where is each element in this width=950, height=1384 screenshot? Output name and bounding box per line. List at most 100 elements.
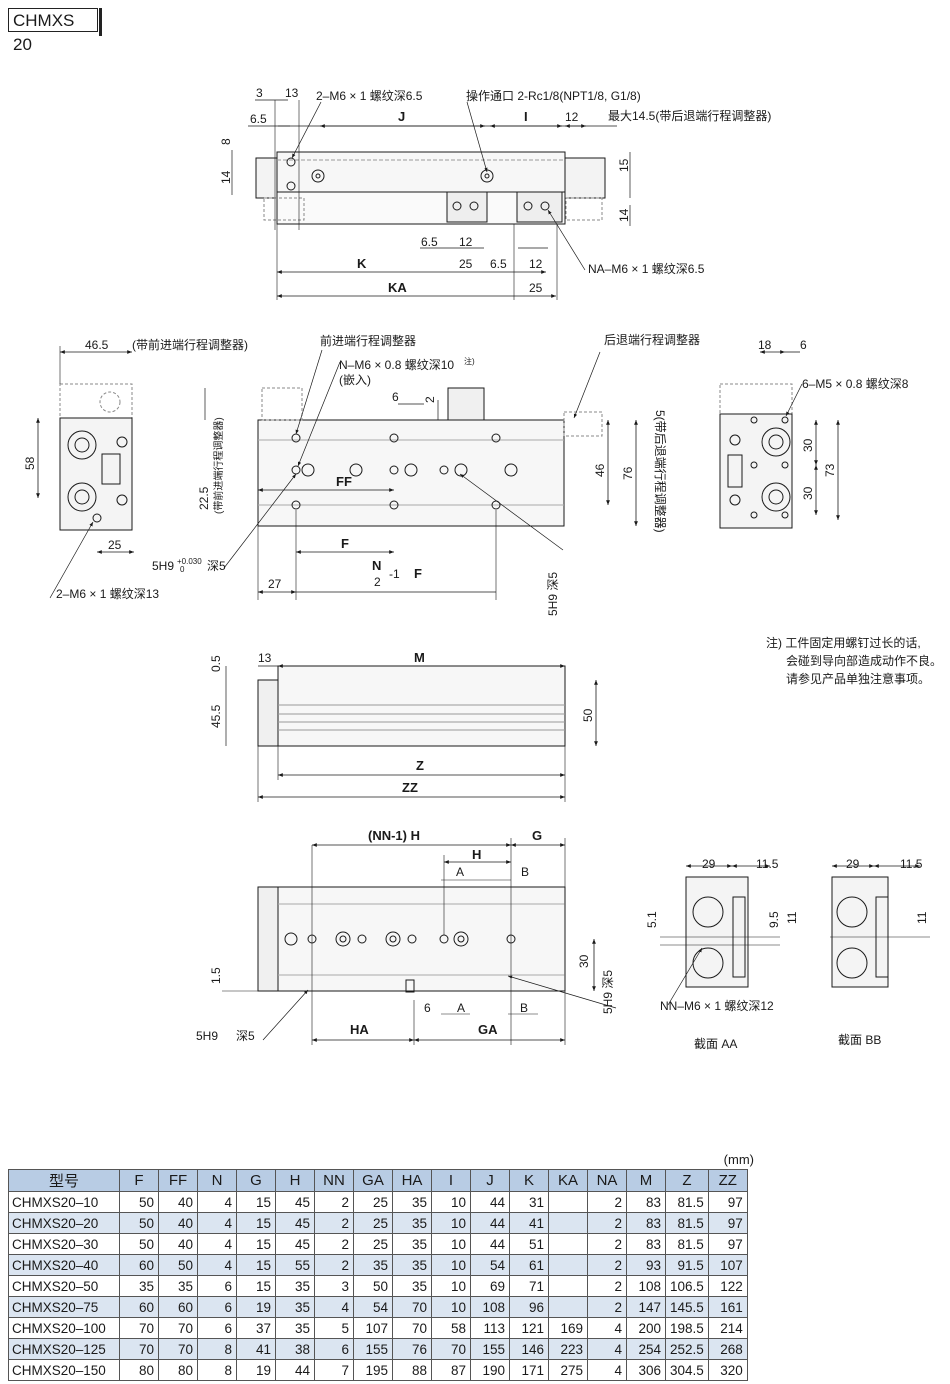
dim-45-5: 45.5 xyxy=(209,704,223,728)
cell-value: 88 xyxy=(392,1359,432,1381)
cell-value: 252.5 xyxy=(665,1338,709,1360)
cell-value: 97 xyxy=(707,1191,748,1213)
callout-m5: 6–M5 × 0.8 螺纹深8 xyxy=(802,377,909,391)
dim-29b: 29 xyxy=(846,857,860,871)
dim-0-5: 0.5 xyxy=(209,655,223,672)
cell-value: 3 xyxy=(314,1275,354,1297)
cell-value xyxy=(548,1191,588,1213)
dim-14b: 14 xyxy=(617,208,631,222)
cell-value: 81.5 xyxy=(665,1233,709,1255)
cell-value: 15 xyxy=(236,1233,276,1255)
dim-6: 6 xyxy=(392,390,399,404)
cell-model: CHMXS20–30 xyxy=(8,1233,120,1255)
title-section-aa: 截面 AA xyxy=(694,1037,737,1051)
col-header: N xyxy=(197,1169,237,1192)
col-header: M xyxy=(626,1169,666,1192)
cell-value: 70 xyxy=(158,1317,198,1339)
front-view xyxy=(225,664,598,802)
dim-46: 46 xyxy=(593,463,607,477)
label-g: G xyxy=(532,828,542,843)
cell-value: 113 xyxy=(470,1317,510,1339)
cell-value: 4 xyxy=(197,1254,237,1276)
cell-value xyxy=(548,1233,588,1255)
cell-value: 19 xyxy=(236,1296,276,1318)
cell-value xyxy=(548,1254,588,1276)
cell-value: 45 xyxy=(275,1191,315,1213)
dim-13-front: 13 xyxy=(258,651,272,665)
label-b1: B xyxy=(521,865,529,879)
cell-value: 83 xyxy=(626,1191,666,1213)
dim-13: 13 xyxy=(285,86,299,100)
label-f2: F xyxy=(414,566,422,581)
vert-back-adj: 5(带后退端行程调整器) xyxy=(653,410,668,533)
dim-15: 15 xyxy=(617,158,631,172)
label-ff: FF xyxy=(336,474,352,489)
cell-value: 2 xyxy=(587,1212,627,1234)
cell-value: 10 xyxy=(431,1296,471,1318)
cell-value: 45 xyxy=(275,1233,315,1255)
cell-value: 70 xyxy=(392,1296,432,1318)
cell-value: 50 xyxy=(119,1212,159,1234)
cell-value xyxy=(548,1212,588,1234)
model-tag: CHMXS 20 xyxy=(8,8,102,54)
cell-value: 4 xyxy=(587,1317,627,1339)
cell-value: 10 xyxy=(431,1212,471,1234)
dim-2: 2 xyxy=(423,396,437,403)
cell-model: CHMXS20–10 xyxy=(8,1191,120,1213)
label-minus1: -1 xyxy=(389,567,400,581)
dim-27: 27 xyxy=(268,577,282,591)
col-header: NA xyxy=(587,1169,627,1192)
cell-value: 70 xyxy=(119,1317,159,1339)
cell-value: 4 xyxy=(197,1212,237,1234)
cell-value: 169 xyxy=(548,1317,588,1339)
cell-value: 275 xyxy=(548,1359,588,1381)
label-j: J xyxy=(398,109,405,124)
cell-value: 15 xyxy=(236,1212,276,1234)
dim-6-5a: 6.5 xyxy=(250,112,267,126)
cell-model: CHMXS20–20 xyxy=(8,1212,120,1234)
dim-1-5: 1.5 xyxy=(209,967,223,984)
cell-value: 200 xyxy=(626,1317,666,1339)
dimension-table: 型号 F FF N G H NN GA HA I J K KA NA M Z Z… xyxy=(8,1169,748,1381)
cell-value: 4 xyxy=(197,1233,237,1255)
cell-value: 304.5 xyxy=(665,1359,709,1381)
cell-value: 2 xyxy=(587,1275,627,1297)
cell-value: 40 xyxy=(158,1233,198,1255)
section-aa xyxy=(660,864,780,1006)
cell-value: 268 xyxy=(707,1338,748,1360)
cell-value: 121 xyxy=(509,1317,549,1339)
cell-value: 35 xyxy=(275,1317,315,1339)
cell-value: 190 xyxy=(470,1359,510,1381)
dim-11-5b: 11.5 xyxy=(900,857,923,871)
cell-value: 2 xyxy=(314,1233,354,1255)
cell-value: 55 xyxy=(275,1254,315,1276)
dim-8: 8 xyxy=(219,138,233,145)
cell-value: 61 xyxy=(509,1254,549,1276)
cell-value: 50 xyxy=(158,1254,198,1276)
cell-model: CHMXS20–125 xyxy=(8,1338,120,1360)
col-header: K xyxy=(509,1169,549,1192)
col-header: GA xyxy=(353,1169,393,1192)
note-line-1: 注) 工件固定用螺钉过长的话, xyxy=(766,636,921,650)
cell-value: 50 xyxy=(119,1191,159,1213)
note-mark: 注) xyxy=(464,356,475,366)
cell-value: 44 xyxy=(470,1233,510,1255)
cell-value: 35 xyxy=(275,1275,315,1297)
cell-value: 2 xyxy=(587,1296,627,1318)
dim-76: 76 xyxy=(621,466,635,480)
cell-model: CHMXS20–100 xyxy=(8,1317,120,1339)
label-two: 2 xyxy=(374,575,381,589)
unit-label: (mm) xyxy=(723,1152,754,1167)
cell-value: 93 xyxy=(626,1254,666,1276)
dim-6-end: 6 xyxy=(800,338,807,352)
cell-value: 147 xyxy=(626,1296,666,1318)
tol-depth: 深5 xyxy=(207,559,226,573)
cell-value: 122 xyxy=(707,1275,748,1297)
label-ha: HA xyxy=(350,1022,369,1037)
cell-value: 25 xyxy=(353,1233,393,1255)
label-n: N xyxy=(372,558,381,573)
